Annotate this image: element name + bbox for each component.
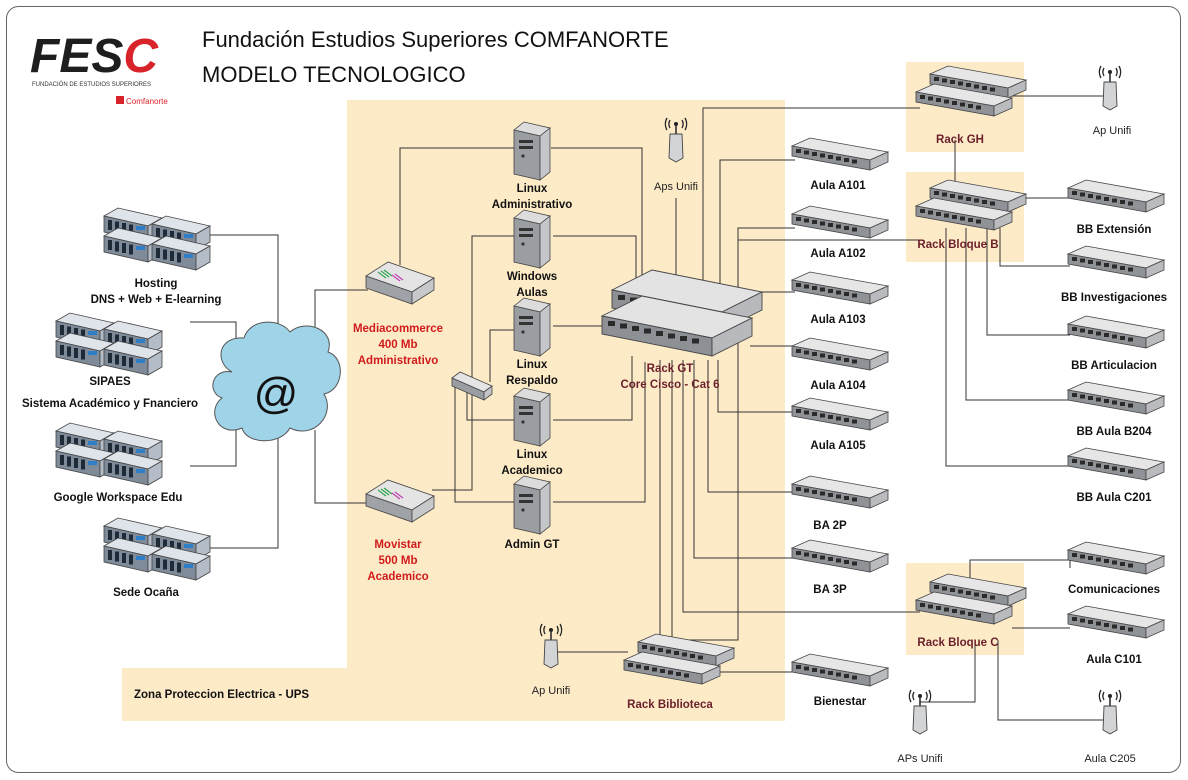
ba-2p-switch-icon (791, 475, 889, 509)
svg-text:FESC: FESC (30, 30, 159, 83)
small-switch-icon (451, 371, 493, 401)
core-label-1: Rack GT (647, 363, 694, 375)
bienestar-switch-icon (791, 653, 889, 687)
bb-articulacion-label: BB Articulacion (1071, 360, 1157, 372)
aula-a102-switch-icon (791, 205, 889, 239)
ba-2p-label: BA 2P (813, 520, 847, 532)
admin-gt-server-icon (513, 475, 551, 535)
core-label-2: Core Cisco - Cat 6 (620, 379, 719, 391)
fesc-logo: FESC FUNDACIÓN DE ESTUDIOS SUPERIORES Co… (30, 30, 185, 106)
linux-admin-label-1: Linux (517, 183, 548, 195)
bb-aula-c201-switch-icon (1067, 447, 1165, 481)
page-border (6, 6, 1181, 773)
media-label-2: 400 Mb (379, 339, 418, 351)
linux-resp-label-2: Respaldo (506, 375, 558, 387)
linux-acad-label-2: Academico (501, 465, 562, 477)
ap-c205-label: Aula C205 (1084, 753, 1135, 765)
cloud-at-symbol: @ (254, 369, 299, 418)
aps-bloque-c-label: APs Unifi (897, 753, 942, 765)
bb-articulacion-switch-icon (1067, 315, 1165, 349)
linux-academico-server-icon (513, 387, 551, 447)
windows-server-icon (513, 209, 551, 269)
rack-bloque-b-label: Rack Bloque B (917, 239, 998, 251)
aula-a104-label: Aula A104 (810, 380, 866, 392)
zone-label: Zona Proteccion Electrica - UPS (134, 689, 309, 701)
movistar-label-3: Academico (367, 571, 428, 583)
bb-aula-b204-label: BB Aula B204 (1077, 426, 1153, 438)
ba-3p-label: BA 3P (813, 584, 847, 596)
comunicaciones-switch-icon (1067, 541, 1165, 575)
ba-3p-switch-icon (791, 539, 889, 573)
movistar-label-1: Movistar (374, 539, 422, 551)
windows-label-2: Aulas (516, 287, 547, 299)
connection-lines (190, 95, 1111, 721)
admin-gt-label: Admin GT (505, 539, 560, 551)
aula-c101-switch-icon (1067, 605, 1165, 639)
ap-biblioteca-label: Ap Unifi (532, 685, 571, 697)
hosting-label-1: Hosting (135, 278, 178, 290)
svg-text:Comfanorte: Comfanorte (126, 97, 168, 106)
aps-bloque-c-icon (908, 689, 932, 735)
rack-biblioteca-label: Rack Biblioteca (627, 699, 713, 711)
bienestar-label: Bienestar (814, 696, 867, 708)
bb-aula-c201-label: BB Aula C201 (1077, 492, 1153, 504)
rack-gh-label: Rack GH (936, 134, 984, 146)
linux-admin-server-icon (513, 121, 551, 181)
svg-text:FUNDACIÓN DE ESTUDIOS SUPERIOR: FUNDACIÓN DE ESTUDIOS SUPERIORES (32, 81, 151, 88)
sipaes-label-2: Sistema Académico y Fnanciero (22, 398, 198, 410)
ap-gh-icon (1098, 65, 1122, 111)
aula-a103-label: Aula A103 (810, 314, 865, 326)
ocana-label: Sede Ocaña (113, 587, 179, 599)
windows-label-1: Windows (507, 271, 557, 283)
google-label: Google Workspace Edu (54, 492, 183, 504)
aula-a105-label: Aula A105 (810, 440, 866, 452)
linux-admin-label-2: Administrativo (492, 199, 573, 211)
aula-a105-switch-icon (791, 397, 889, 431)
aula-a102-label: Aula A102 (810, 248, 865, 260)
aula-a103-switch-icon (791, 271, 889, 305)
bb-aula-b204-switch-icon (1067, 381, 1165, 415)
movistar-label-2: 500 Mb (379, 555, 418, 567)
ap-c205-icon (1098, 689, 1122, 735)
header-line2: MODELO TECNOLOGICO (202, 62, 466, 87)
linux-acad-label-1: Linux (517, 449, 548, 461)
header-line1: Fundación Estudios Superiores COMFANORTE (202, 27, 669, 52)
media-label-1: Mediacommerce (353, 323, 443, 335)
aula-a101-switch-icon (791, 137, 889, 171)
bb-extension-label: BB Extensión (1077, 224, 1152, 236)
bb-extension-switch-icon (1067, 179, 1165, 213)
comunicaciones-label: Comunicaciones (1068, 584, 1160, 596)
linux-resp-label-1: Linux (517, 359, 548, 371)
google-server-icon (56, 423, 162, 485)
hosting-server-icon (104, 208, 210, 270)
bb-investigaciones-label: BB Investigaciones (1061, 292, 1167, 304)
ocana-server-icon (104, 518, 210, 580)
aula-a101-label: Aula A101 (810, 180, 866, 192)
sipaes-label-1: SIPAES (89, 376, 131, 388)
aps-unifi-core-label: Aps Unifi (654, 181, 698, 193)
hosting-label-2: DNS + Web + E-learning (91, 294, 222, 306)
ap-gh-label: Ap Unifi (1093, 125, 1132, 137)
ups-zone (122, 100, 785, 721)
media-label-3: Administrativo (358, 355, 439, 367)
linux-respaldo-server-icon (513, 297, 551, 357)
aula-c101-label: Aula C101 (1086, 654, 1142, 666)
aula-a104-switch-icon (791, 337, 889, 371)
bb-investigaciones-switch-icon (1067, 245, 1165, 279)
rack-bloque-c-label: Rack Bloque C (917, 637, 998, 649)
sipaes-server-icon (56, 313, 162, 375)
internet-cloud-icon: @ (212, 321, 341, 442)
